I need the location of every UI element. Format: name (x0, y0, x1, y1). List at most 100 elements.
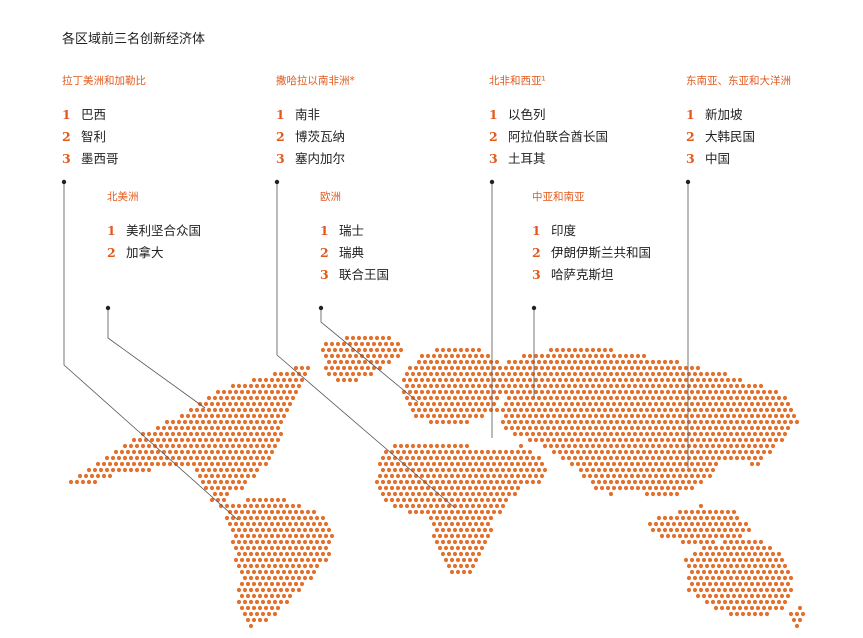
land-dot (776, 551, 782, 557)
land-dot (227, 485, 233, 491)
land-dot (767, 425, 773, 431)
land-dot (146, 467, 152, 473)
land-dot (659, 449, 665, 455)
land-dot (536, 431, 542, 437)
land-dot (686, 419, 692, 425)
land-dot (491, 401, 497, 407)
economy-name: 瑞典 (339, 245, 365, 260)
land-dot (665, 389, 671, 395)
land-dot (266, 515, 272, 521)
land-dot (458, 503, 464, 509)
land-dot (536, 479, 542, 485)
land-dot (419, 485, 425, 491)
land-dot (149, 461, 155, 467)
land-dot (593, 389, 599, 395)
land-dot (554, 395, 560, 401)
land-dot (695, 533, 701, 539)
land-dot (386, 479, 392, 485)
land-dot (278, 395, 284, 401)
land-dot (767, 413, 773, 419)
rank-number: 2 (107, 245, 116, 260)
land-dot (452, 539, 458, 545)
land-dot (275, 389, 281, 395)
land-dot (266, 551, 272, 557)
land-dot (272, 443, 278, 449)
land-dot (614, 359, 620, 365)
land-dot (401, 449, 407, 455)
land-dot (413, 401, 419, 407)
land-dot (764, 443, 770, 449)
land-dot (599, 449, 605, 455)
land-dot (548, 431, 554, 437)
land-dot (509, 473, 515, 479)
land-dot (488, 479, 494, 485)
land-dot (644, 443, 650, 449)
land-dot (467, 389, 473, 395)
land-dot (488, 371, 494, 377)
land-dot (677, 437, 683, 443)
land-dot (452, 455, 458, 461)
land-dot (767, 545, 773, 551)
land-dot (443, 401, 449, 407)
land-dot (335, 365, 341, 371)
land-dot (617, 449, 623, 455)
land-dot (470, 491, 476, 497)
land-dot (674, 443, 680, 449)
land-dot (674, 527, 680, 533)
land-dot (251, 497, 257, 503)
land-dot (386, 359, 392, 365)
land-dot (200, 407, 206, 413)
land-dot (701, 557, 707, 563)
land-dot (638, 467, 644, 473)
land-dot (95, 461, 101, 467)
land-dot (248, 611, 254, 617)
land-dot (242, 407, 248, 413)
land-dot (269, 569, 275, 575)
land-dot (485, 521, 491, 527)
land-dot (737, 437, 743, 443)
land-dot (224, 395, 230, 401)
land-dot (521, 425, 527, 431)
land-dot (161, 449, 167, 455)
land-dot (743, 581, 749, 587)
land-dot (704, 599, 710, 605)
land-dot (464, 443, 470, 449)
land-dot (356, 359, 362, 365)
land-dot (602, 419, 608, 425)
land-dot (422, 395, 428, 401)
land-dot (665, 401, 671, 407)
land-dot (227, 473, 233, 479)
land-dot (623, 377, 629, 383)
land-dot (191, 413, 197, 419)
land-dot (239, 593, 245, 599)
economy-name: 土耳其 (508, 151, 546, 166)
land-dot (269, 545, 275, 551)
land-dot (215, 437, 221, 443)
land-dot (611, 437, 617, 443)
land-dot (515, 389, 521, 395)
land-dot (539, 377, 545, 383)
land-dot (107, 473, 113, 479)
land-dot (275, 437, 281, 443)
land-dot (578, 347, 584, 353)
land-dot (740, 443, 746, 449)
land-dot (437, 533, 443, 539)
land-dot (488, 503, 494, 509)
land-dot (602, 443, 608, 449)
land-dot (179, 449, 185, 455)
land-dot (485, 353, 491, 359)
land-dot (683, 521, 689, 527)
land-dot (761, 605, 767, 611)
map-dots (68, 335, 806, 629)
land-dot (110, 455, 116, 461)
land-dot (698, 515, 704, 521)
land-dot (461, 533, 467, 539)
land-dot (401, 377, 407, 383)
land-dot (281, 581, 287, 587)
land-dot (449, 461, 455, 467)
land-dot (680, 431, 686, 437)
land-dot (272, 515, 278, 521)
land-dot (497, 461, 503, 467)
